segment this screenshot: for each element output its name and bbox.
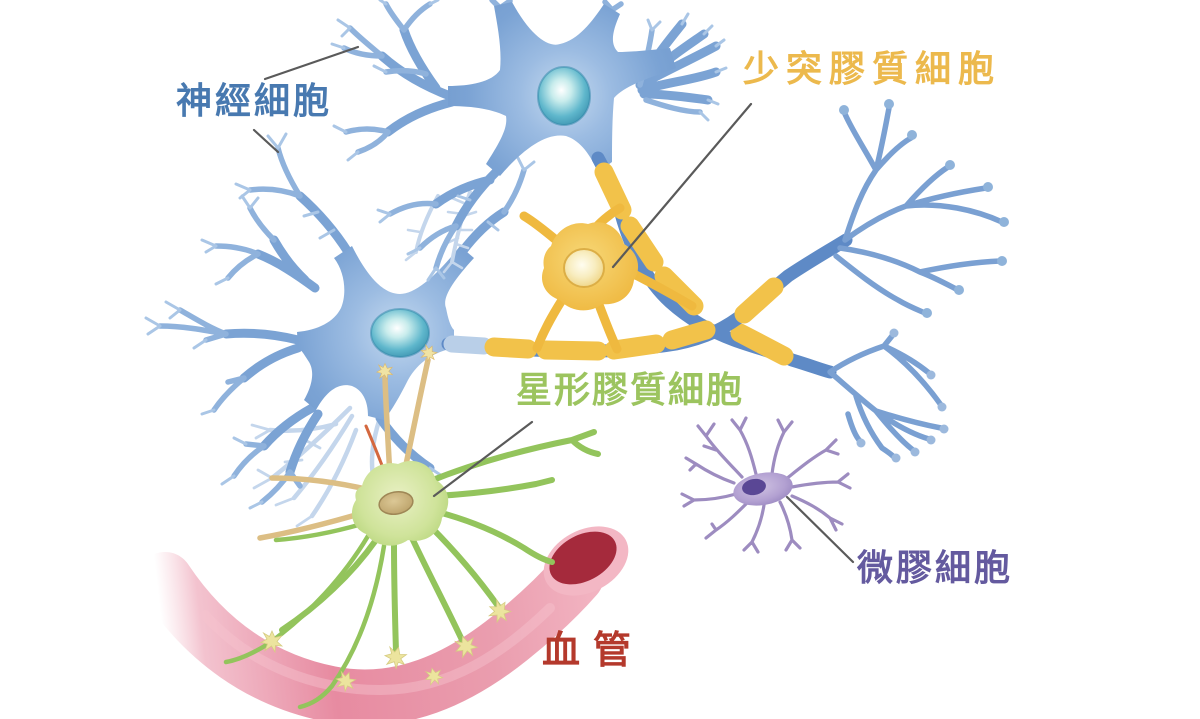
label-oligodendrocyte: 少突膠質細胞 (743, 49, 1002, 90)
oligodendrocyte (519, 203, 697, 354)
label-astrocyte: 星形膠質細胞 (516, 370, 745, 411)
lower-terminal-bulbs (856, 328, 949, 463)
neuron-2 (144, 132, 536, 528)
oligodendrocyte-nucleus (563, 248, 605, 288)
oligodendrocyte-processes (519, 203, 697, 354)
neuron-1-nucleus (537, 66, 591, 126)
microglia-processes (680, 416, 852, 554)
neuron-2-nucleus (370, 308, 430, 358)
label-microglia: 微膠細胞 (857, 548, 1014, 589)
pointer-line-neuron-lower (252, 128, 280, 154)
lower-terminal-arbor-branches (827, 333, 944, 460)
blood-vessel-tube (137, 548, 604, 719)
axon-terminal-arbors (827, 99, 1009, 463)
label-blood-vessel: 血管 (542, 628, 645, 672)
axons (441, 151, 853, 379)
astrocyte-nucleus (378, 491, 414, 515)
neuron-2-dendrites-main (221, 191, 509, 477)
pointer-line-oligodendrocyte (611, 102, 753, 269)
blood-vessel-lumen (549, 531, 617, 585)
astrocyte-tan-processes (257, 357, 431, 541)
pointer-line-neuron-upper (263, 45, 360, 81)
label-neuron: 神經細胞 (176, 81, 333, 122)
upper-terminal-bulbs (839, 99, 1009, 318)
neuron-1-dendrites-twigs (330, 0, 728, 282)
astrocyte-red-process (364, 424, 385, 470)
axon-neuron-2-unmyelinated-start (443, 335, 493, 355)
pointer-line-astrocyte (432, 420, 534, 498)
axon-neuron-2-myelin (484, 277, 784, 361)
neuron-1 (330, 0, 728, 282)
neuron-2-dendrites-branches (157, 145, 527, 505)
astrocyte-green-processes (279, 429, 601, 655)
pointer-line-microglia (785, 495, 855, 564)
astrocyte (223, 342, 601, 710)
microglia (680, 416, 852, 554)
neuron-2-dendrites-twigs (144, 132, 536, 510)
annotation-lines (252, 45, 855, 564)
microglia-nucleus (742, 478, 766, 496)
upper-terminal-arbor-branches (833, 105, 1005, 316)
axon-neuron-1-myelin (594, 162, 794, 366)
